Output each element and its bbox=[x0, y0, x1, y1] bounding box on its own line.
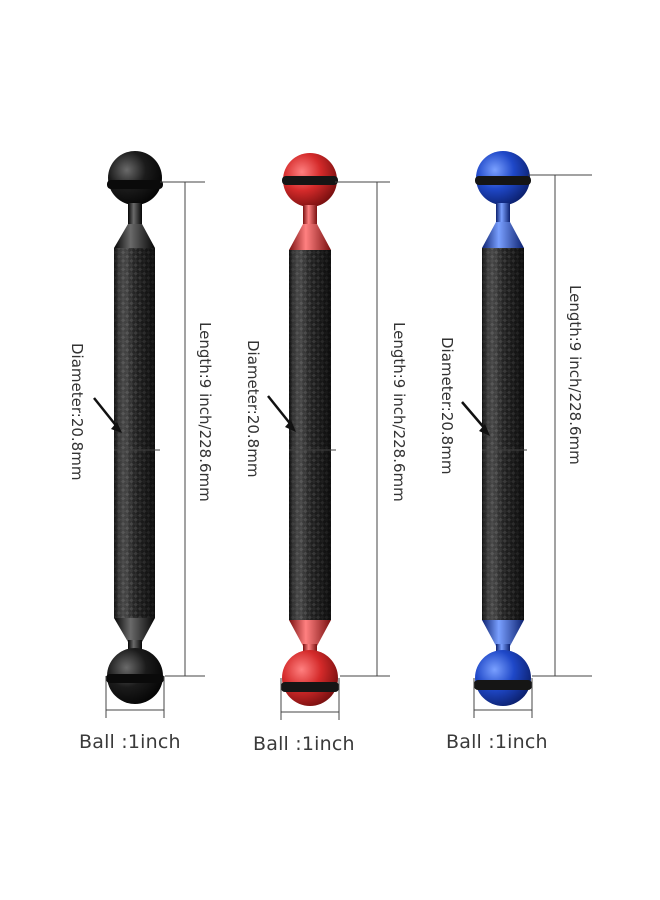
ball-label-red: Ball :1inch bbox=[253, 733, 355, 755]
top-ball-ring bbox=[282, 176, 338, 185]
ball-label-blue: Ball :1inch bbox=[446, 731, 548, 753]
diameter-dimension-lines bbox=[93, 397, 160, 451]
top-neck bbox=[303, 205, 317, 225]
bottom-collar bbox=[289, 620, 331, 646]
length-dimension-lines bbox=[160, 181, 205, 677]
ball-label-black: Ball :1inch bbox=[79, 731, 181, 753]
length-dimension-lines bbox=[335, 181, 390, 677]
length-dimension-lines bbox=[528, 174, 592, 677]
diameter-label-red: Diameter:20.8mm bbox=[244, 340, 262, 478]
diameter-dimension-lines bbox=[461, 401, 527, 451]
top-neck bbox=[496, 203, 510, 223]
ball-dimension-lines bbox=[105, 676, 165, 718]
ball-dimension-lines bbox=[280, 678, 340, 720]
diameter-label-blue: Diameter:20.8mm bbox=[438, 337, 456, 475]
bottom-ball bbox=[475, 650, 531, 706]
top-neck bbox=[128, 203, 142, 225]
ball-arm-red bbox=[267, 153, 390, 720]
top-ball bbox=[108, 151, 162, 205]
bottom-ball-ring bbox=[106, 674, 164, 683]
ball-arm-blue bbox=[461, 151, 592, 718]
bottom-collar bbox=[114, 618, 155, 642]
bottom-ball bbox=[282, 650, 338, 706]
top-collar bbox=[482, 222, 524, 248]
ball-dimension-lines bbox=[473, 678, 533, 718]
diameter-label-black: Diameter:20.8mm bbox=[68, 343, 86, 481]
top-collar bbox=[289, 224, 331, 250]
top-collar bbox=[114, 224, 155, 248]
top-ball-ring bbox=[107, 180, 163, 189]
length-label-black: Length:9 inch/228.6mm bbox=[196, 322, 214, 502]
length-label-red: Length:9 inch/228.6mm bbox=[390, 322, 408, 502]
diameter-dimension-lines bbox=[267, 395, 336, 451]
bottom-collar bbox=[482, 620, 524, 646]
ball-arm-black bbox=[93, 151, 205, 718]
bottom-ball-ring bbox=[281, 682, 339, 692]
length-label-blue: Length:9 inch/228.6mm bbox=[566, 285, 584, 465]
bottom-ball-ring bbox=[474, 680, 532, 690]
top-ball-ring bbox=[475, 176, 531, 185]
